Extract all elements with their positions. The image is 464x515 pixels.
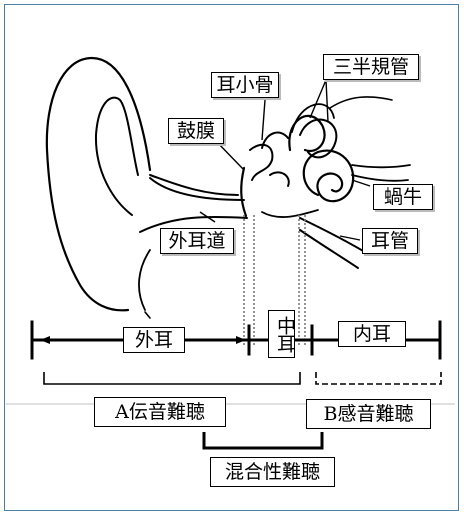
label-ossicles: 耳小骨 [211,72,279,98]
leader-cochlea [351,179,371,187]
bracket-conductive [43,372,301,385]
label-eardrum: 鼓膜 [168,118,224,144]
canal-loop-2 [299,118,338,159]
label-mixed-hearing-loss: 混合性難聴 [210,457,335,487]
skull-contour [329,96,393,109]
auricle-outline [45,56,152,312]
label-eustachian-tube: 耳管 [362,228,418,254]
cochlea-spiral [302,149,355,203]
label-external-canal: 外耳道 [160,228,234,254]
ossicle-anvil [261,131,289,149]
eardrum-membrane [240,166,248,218]
arrow-left [40,336,50,344]
section-middle-ear: 中耳 [268,310,296,358]
ossicle-hammer [249,143,274,181]
leader-canal [199,211,216,223]
eustachian-tube-lower [299,229,359,269]
leader-canals [309,79,329,123]
canal-loop-1 [288,114,326,153]
label-conductive-hearing-loss: A伝音難聴 [94,397,226,427]
ossicle-stirrup [269,171,290,187]
auditory-nerve-2 [351,174,409,182]
ear-canal-upper [149,177,245,201]
head-contour [149,174,239,196]
neck-line [144,311,151,319]
bracket-sensorineural [315,372,442,385]
leader-ossicles [261,99,266,141]
label-cochlea: 蝸牛 [373,184,433,210]
auditory-nerve [351,164,411,169]
label-sensorineural-hearing-loss: B感音難聴 [306,399,431,429]
section-inner-ear: 内耳 [338,321,406,347]
ear-canal-lower [139,215,248,233]
label-semicircular-canals: 三半規管 [323,54,419,80]
canal-loop-3 [291,103,335,133]
leader-tube [339,235,361,241]
ear-lobe [138,249,151,311]
bracket-mixed [202,432,324,450]
auricle-inner-fold [94,96,139,216]
arrow-outer-right [236,336,246,344]
section-outer-ear: 外耳 [123,327,185,353]
leader-eardrum [214,139,245,171]
middle-ear-floor [261,209,319,218]
